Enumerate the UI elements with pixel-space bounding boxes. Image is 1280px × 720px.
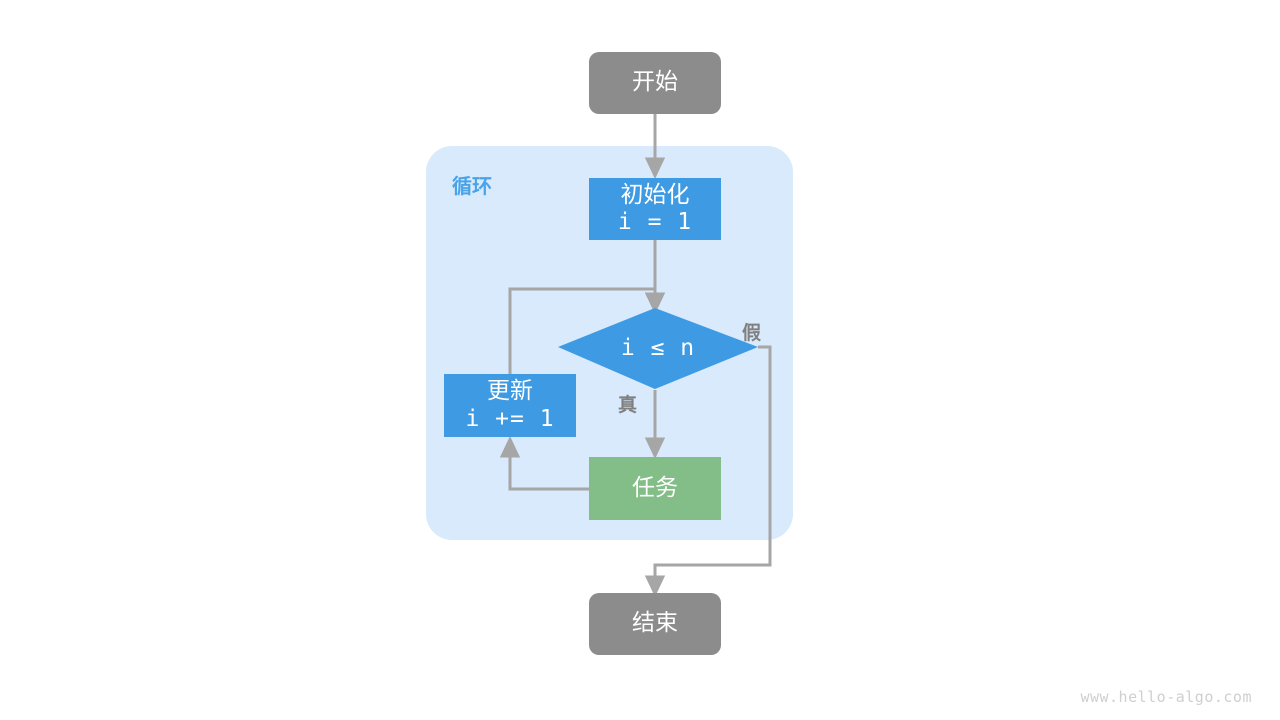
edge-update-to-condition <box>508 287 666 374</box>
edge-condition-false-to-end <box>644 345 772 598</box>
node-start-shape[interactable] <box>589 52 721 114</box>
node-task-shape[interactable] <box>589 457 721 520</box>
edge-label-false: 假 <box>742 322 762 344</box>
node-end-shape[interactable] <box>589 593 721 655</box>
node-update-shape[interactable] <box>444 374 576 437</box>
loop-group-label: 循环 <box>452 174 492 198</box>
watermark: www.hello-algo.com <box>1080 688 1252 706</box>
edge-label-true: 真 <box>618 394 638 416</box>
edge-task-to-update <box>499 435 589 491</box>
node-init-shape[interactable] <box>589 178 721 240</box>
node-condition-shape[interactable] <box>558 308 758 389</box>
